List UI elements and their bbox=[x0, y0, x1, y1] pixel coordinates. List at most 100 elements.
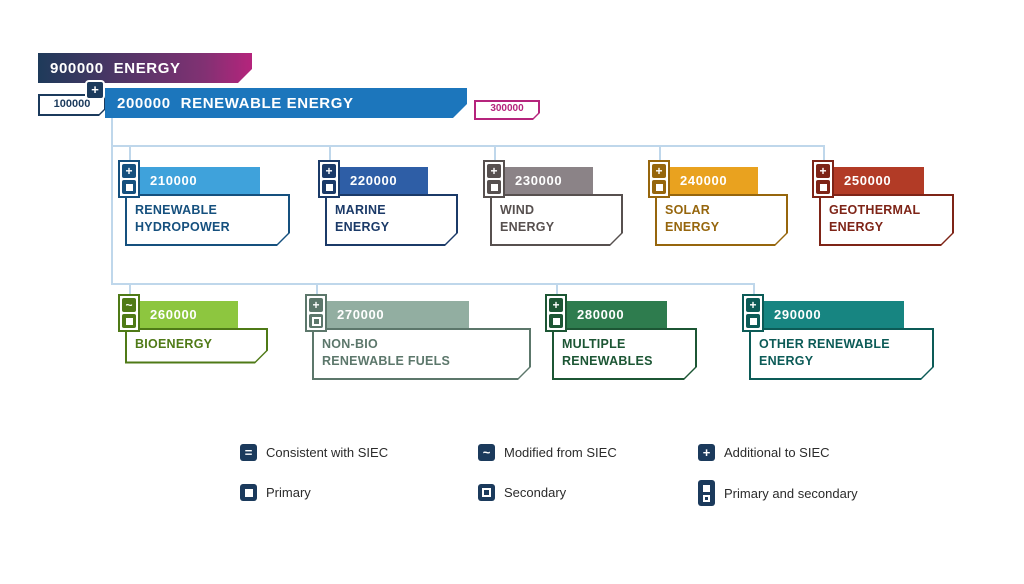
marker-icon: ~ bbox=[122, 298, 136, 312]
connector-row2-horizontal bbox=[111, 283, 755, 285]
square-icon bbox=[549, 314, 563, 328]
tag-300000-code: 300000 bbox=[476, 102, 538, 118]
legend-consistent-with-siec: = Consistent with SIEC bbox=[240, 444, 388, 461]
card-code: 250000 bbox=[828, 167, 924, 194]
square-icon bbox=[122, 180, 136, 194]
legend-label: Primary and secondary bbox=[724, 485, 858, 501]
connector-stub bbox=[753, 283, 755, 296]
card-marker-panel: + bbox=[648, 160, 670, 198]
connector-stub bbox=[316, 283, 318, 296]
banner-energy: 900000 ENERGY bbox=[38, 53, 252, 83]
card-code: 290000 bbox=[758, 301, 904, 328]
card-code: 270000 bbox=[321, 301, 469, 328]
card-code: 220000 bbox=[334, 167, 428, 194]
connector-stub bbox=[494, 145, 496, 162]
square-icon bbox=[487, 180, 501, 194]
secondary-square-icon bbox=[478, 484, 495, 501]
card-label: GEOTHERMAL ENERGY bbox=[819, 194, 954, 246]
marker-icon: + bbox=[309, 298, 323, 312]
card-marker-panel: ~ bbox=[118, 294, 140, 332]
card-label-text: NON-BIO RENEWABLE FUELS bbox=[314, 330, 529, 378]
tag-300000: 300000 bbox=[474, 100, 540, 120]
card-code-text: 220000 bbox=[350, 173, 398, 188]
card-code: 240000 bbox=[664, 167, 758, 194]
card-marker-panel: + bbox=[545, 294, 567, 332]
legend-label: Additional to SIEC bbox=[724, 445, 830, 460]
energy-label: ENERGY bbox=[113, 59, 181, 77]
card-code-text: 260000 bbox=[150, 307, 198, 322]
legend-secondary: Secondary bbox=[478, 484, 566, 501]
marker-icon: + bbox=[746, 298, 760, 312]
connector-stub bbox=[659, 145, 661, 162]
square-icon bbox=[122, 314, 136, 328]
card-code: 210000 bbox=[134, 167, 260, 194]
marker-icon: + bbox=[549, 298, 563, 312]
square-icon bbox=[309, 314, 323, 328]
card-label: SOLAR ENERGY bbox=[655, 194, 788, 246]
card-marker-panel: + bbox=[483, 160, 505, 198]
card-marker-panel: + bbox=[118, 160, 140, 198]
square-icon bbox=[816, 180, 830, 194]
tag-100000-code: 100000 bbox=[40, 96, 104, 114]
tag-100000: 100000 bbox=[38, 94, 106, 116]
legend-label: Primary bbox=[266, 485, 311, 500]
card-marker-panel: + bbox=[742, 294, 764, 332]
card-code-text: 290000 bbox=[774, 307, 822, 322]
card-label: MARINE ENERGY bbox=[325, 194, 458, 246]
square-icon bbox=[652, 180, 666, 194]
card-label: NON-BIO RENEWABLE FUELS bbox=[312, 328, 531, 380]
card-label-text: BIOENERGY bbox=[127, 330, 266, 362]
connector-stub bbox=[129, 145, 131, 162]
card-label: WIND ENERGY bbox=[490, 194, 623, 246]
card-label: RENEWABLE HYDROPOWER bbox=[125, 194, 290, 246]
connector-stub bbox=[129, 283, 131, 296]
renewable-label: RENEWABLE ENERGY bbox=[180, 94, 354, 112]
card-label-text: RENEWABLE HYDROPOWER bbox=[127, 196, 288, 244]
marker-icon: + bbox=[652, 164, 666, 178]
card-marker-panel: + bbox=[318, 160, 340, 198]
marker-icon: + bbox=[122, 164, 136, 178]
card-label-text: WIND ENERGY bbox=[492, 196, 621, 244]
legend-label: Consistent with SIEC bbox=[266, 445, 389, 460]
card-code: 280000 bbox=[561, 301, 667, 328]
equals-icon: = bbox=[240, 444, 257, 461]
primary-secondary-square-icon bbox=[698, 480, 715, 506]
card-code-text: 210000 bbox=[150, 173, 198, 188]
marker-icon: + bbox=[322, 164, 336, 178]
plus-icon: + bbox=[698, 444, 715, 461]
card-code-text: 270000 bbox=[337, 307, 385, 322]
primary-square-icon bbox=[240, 484, 257, 501]
connector-stub bbox=[823, 145, 825, 162]
card-marker-panel: + bbox=[305, 294, 327, 332]
card-label-text: SOLAR ENERGY bbox=[657, 196, 786, 244]
card-code: 230000 bbox=[499, 167, 593, 194]
marker-icon: + bbox=[487, 164, 501, 178]
card-label-text: GEOTHERMAL ENERGY bbox=[821, 196, 952, 244]
square-icon bbox=[322, 180, 336, 194]
card-code-text: 250000 bbox=[844, 173, 892, 188]
card-marker-panel: + bbox=[812, 160, 834, 198]
card-label-text: MARINE ENERGY bbox=[327, 196, 456, 244]
connector-row1-horizontal bbox=[111, 145, 825, 147]
banner-renewable-energy: 200000 RENEWABLE ENERGY bbox=[105, 88, 467, 118]
card-label: OTHER RENEWABLE ENERGY bbox=[749, 328, 934, 380]
plus-marker-icon: + bbox=[87, 82, 103, 98]
connector-stub bbox=[556, 283, 558, 296]
card-label: MULTIPLE RENEWABLES bbox=[552, 328, 697, 380]
legend-additional-to-siec: + Additional to SIEC bbox=[698, 444, 830, 461]
marker-icon: + bbox=[816, 164, 830, 178]
card-code-text: 240000 bbox=[680, 173, 728, 188]
square-icon bbox=[746, 314, 760, 328]
legend-primary: Primary bbox=[240, 484, 311, 501]
card-code-text: 230000 bbox=[515, 173, 563, 188]
card-label-text: OTHER RENEWABLE ENERGY bbox=[751, 330, 932, 378]
legend-modified-from-siec: ~ Modified from SIEC bbox=[478, 444, 617, 461]
energy-code: 900000 bbox=[50, 59, 104, 77]
legend-label: Modified from SIEC bbox=[504, 445, 617, 460]
card-code: 260000 bbox=[134, 301, 238, 328]
legend-label: Secondary bbox=[504, 485, 567, 500]
connector-stub bbox=[329, 145, 331, 162]
card-code-text: 280000 bbox=[577, 307, 625, 322]
